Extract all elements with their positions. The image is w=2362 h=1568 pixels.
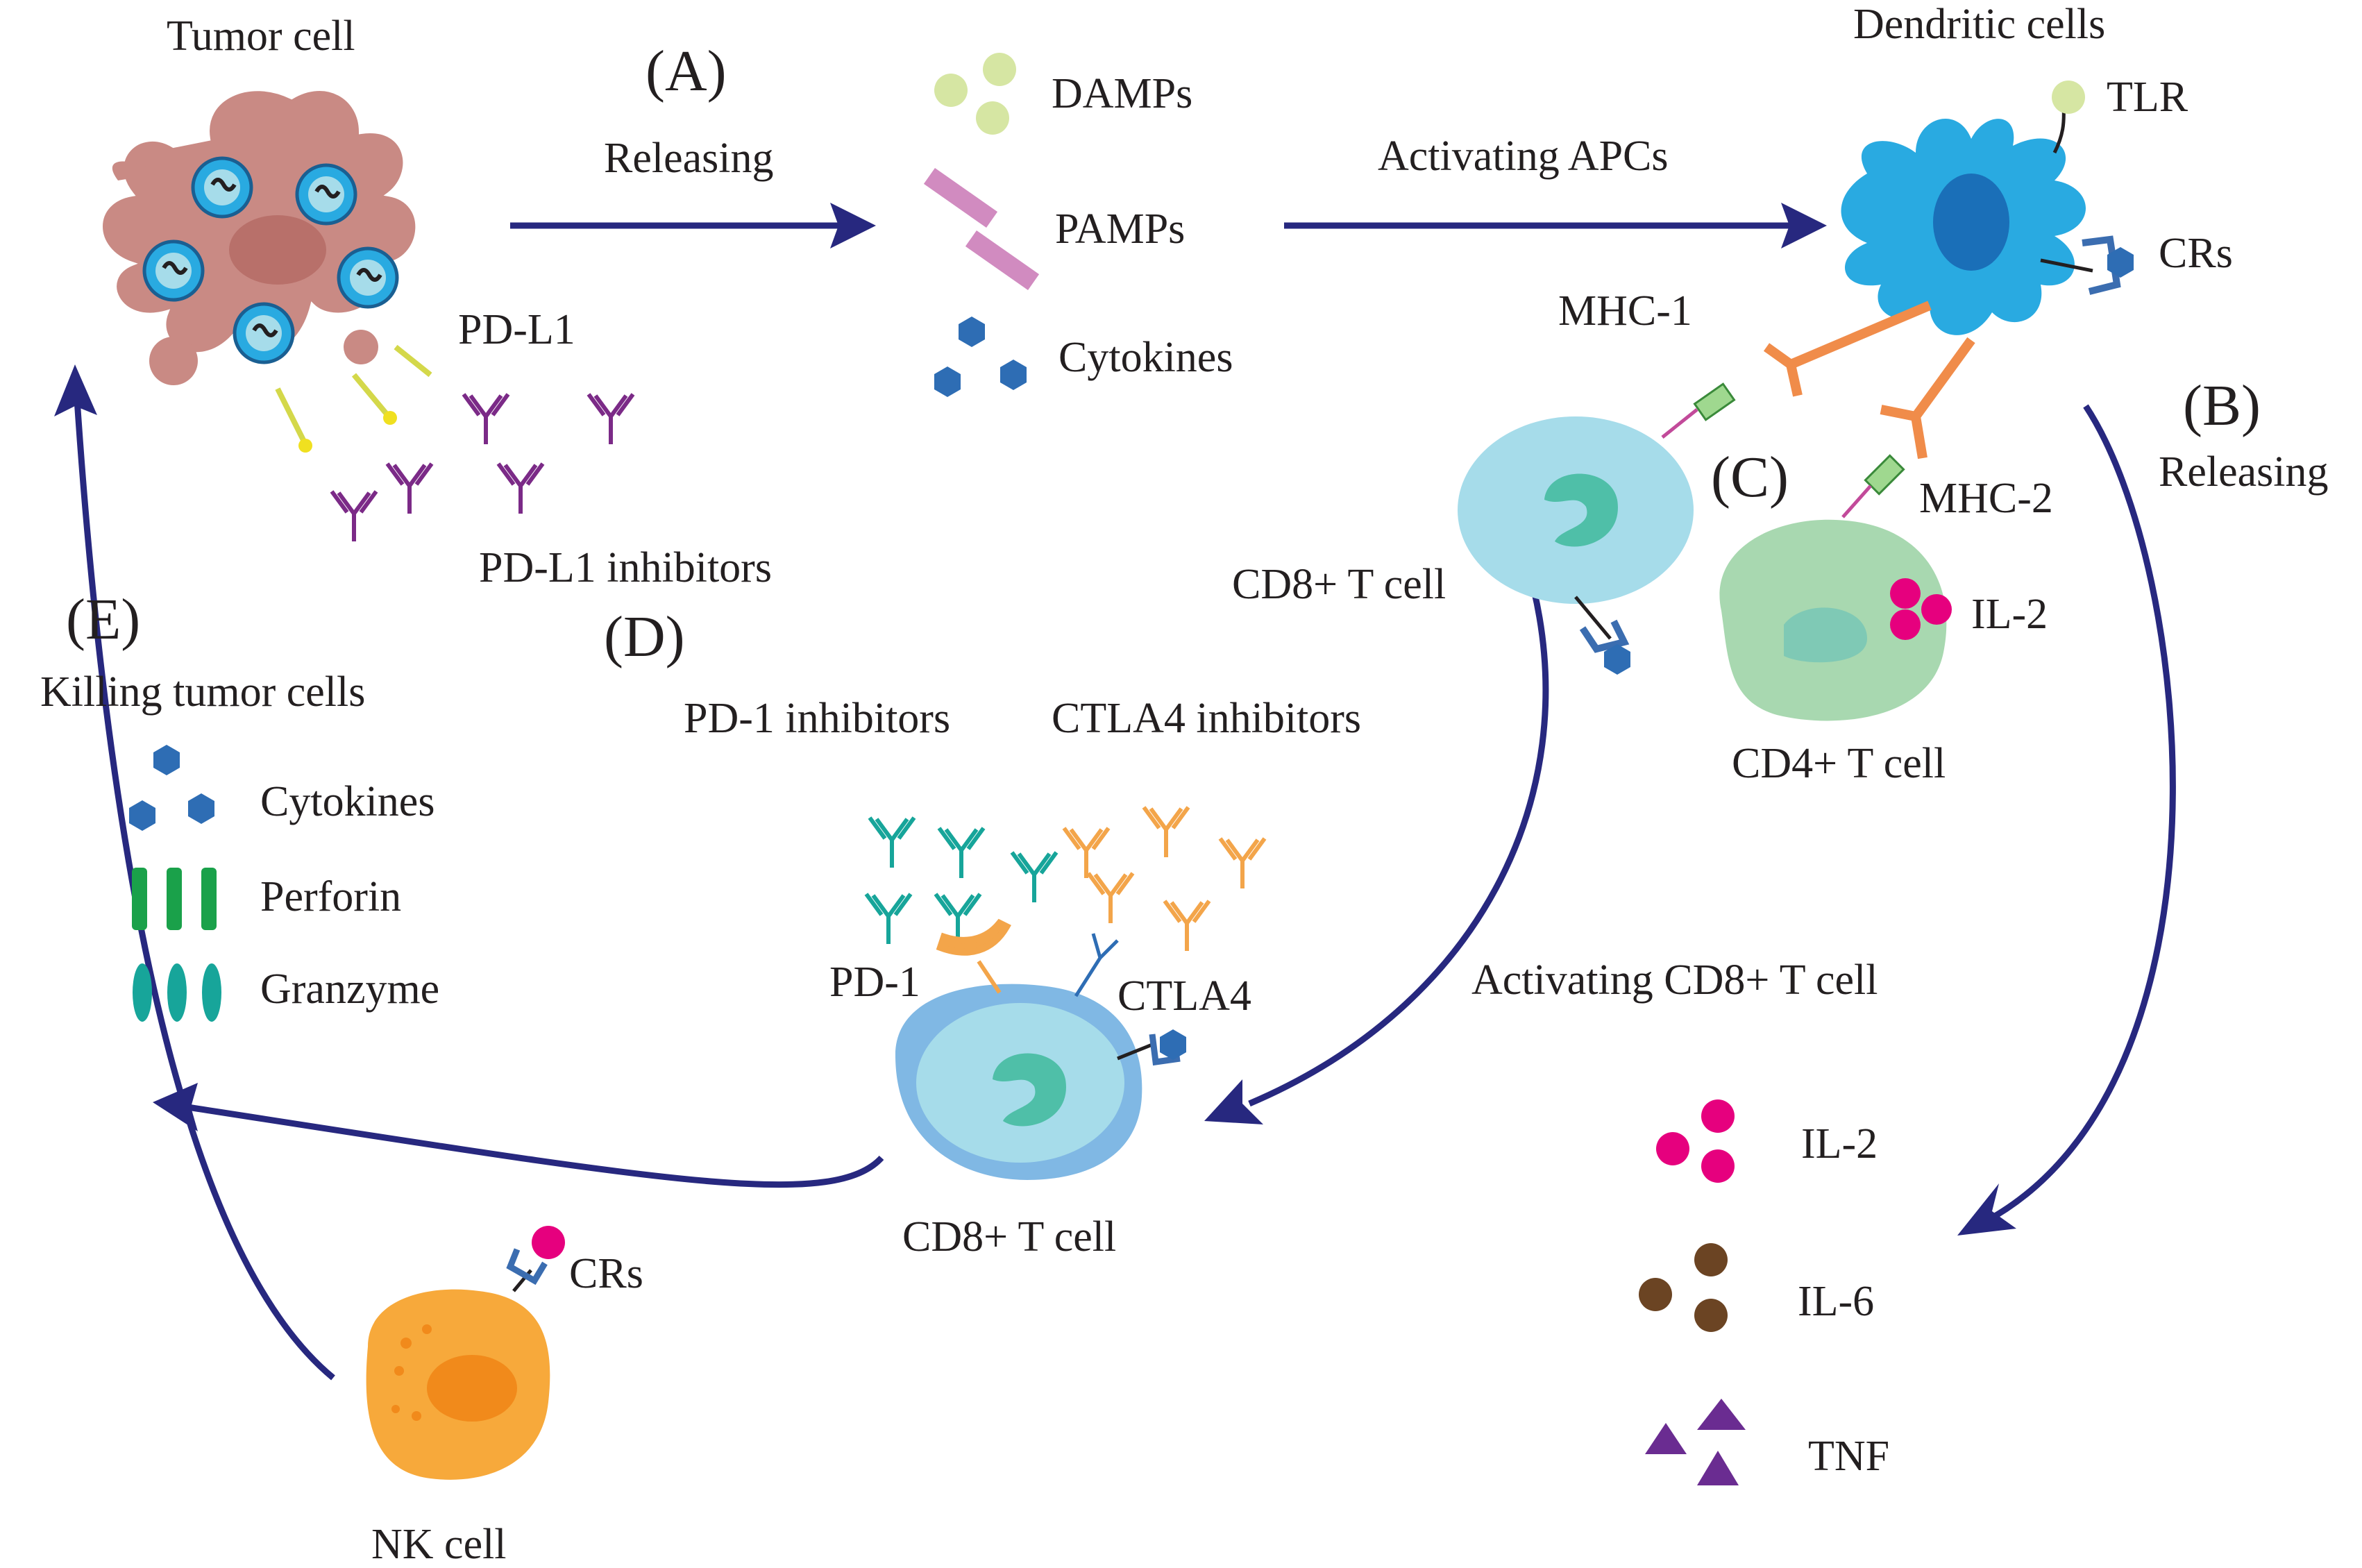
virus-icon — [193, 158, 251, 217]
ctla4-inhibitor-antibodies — [1064, 807, 1265, 951]
step-d-label: (D) — [604, 605, 685, 669]
arrow-cd8-top-to-cd8-bottom — [1248, 589, 1549, 1107]
killing-label: Killing tumor cells — [40, 668, 365, 716]
activating-apcs-label: Activating APCs — [1378, 133, 1669, 180]
il2-cd4-label: IL-2 — [1971, 591, 2048, 638]
cytokines-top-label: Cytokines — [1058, 334, 1233, 381]
releasing-b-label: Releasing — [2159, 448, 2329, 496]
virus-icon — [144, 242, 203, 300]
damps-icon — [934, 53, 1016, 135]
virus-icon — [339, 248, 397, 307]
il6-label: IL-6 — [1798, 1278, 1874, 1325]
ctla4-inhibitors-label: CTLA4 inhibitors — [1052, 695, 1361, 742]
arrowhead-nk — [54, 364, 97, 416]
arrow-cd8-to-killing — [187, 1104, 884, 1188]
arrowhead-a — [830, 203, 876, 248]
pamps-icon — [923, 167, 1040, 291]
il2-label: IL-2 — [1801, 1120, 1878, 1167]
nk-cell-label: NK cell — [371, 1521, 507, 1568]
cd8-t-cell-top — [1458, 416, 1694, 675]
arrowheads — [54, 203, 2016, 1236]
perforin-label: Perforin — [260, 873, 401, 920]
pd-l1-inhibitors-label: PD-L1 inhibitors — [479, 544, 772, 591]
il2-cd4-icon — [1890, 578, 1952, 640]
dendritic-cell — [1763, 81, 2134, 460]
tlr-label: TLR — [2107, 74, 2188, 121]
damps-label: DAMPs — [1052, 70, 1192, 117]
mhc2-label: MHC-2 — [1919, 475, 2053, 522]
arrowhead-cd8 — [1204, 1079, 1263, 1124]
arrow-nk-to-tumor — [73, 388, 335, 1381]
mhc1-label: MHC-1 — [1558, 287, 1692, 335]
step-e-label: (E) — [66, 587, 140, 652]
pd1-inhibitors-label: PD-1 inhibitors — [684, 695, 950, 742]
il6-icon — [1639, 1243, 1728, 1332]
step-a-label: (A) — [646, 39, 727, 103]
nk-cell — [366, 1226, 565, 1480]
cytokines-left-icon — [129, 745, 214, 831]
tumor-cell — [99, 87, 432, 453]
pd-l1-label: PD-L1 — [458, 306, 575, 353]
step-c-label: (C) — [1711, 445, 1789, 509]
virus-icon — [297, 165, 355, 224]
cd4-label: CD4+ T cell — [1732, 740, 1946, 787]
dendritic-cells-label: Dendritic cells — [1853, 1, 2105, 48]
pd-l1-inhibitor-antibodies — [332, 394, 633, 541]
perforin-icon — [132, 868, 217, 930]
ctla4-label: CTLA4 — [1117, 972, 1251, 1020]
tumor-cell-label: Tumor cell — [167, 12, 355, 60]
cd8-bottom-label: CD8+ T cell — [902, 1213, 1116, 1261]
arrowhead-b — [1957, 1183, 2016, 1236]
step-b-label: (B) — [2183, 373, 2261, 438]
virus-icon — [235, 304, 293, 362]
arrow-dc-to-cytokines — [1983, 404, 2176, 1224]
crs-nk-label: CRs — [569, 1250, 643, 1297]
granzyme-label: Granzyme — [260, 966, 439, 1013]
pd1-inhibitor-antibodies — [866, 818, 1056, 944]
arrows — [73, 222, 2176, 1381]
cd8-top-label: CD8+ T cell — [1232, 561, 1446, 608]
crs-dc-label: CRs — [2159, 230, 2233, 277]
releasing-a-label: Releasing — [604, 135, 774, 182]
pamps-label: PAMPs — [1055, 205, 1185, 253]
pd1-label: PD-1 — [829, 959, 920, 1006]
tnf-label: TNF — [1808, 1433, 1889, 1480]
il2-icon — [1656, 1099, 1735, 1183]
activating-cd8-label: Activating CD8+ T cell — [1471, 956, 1878, 1004]
cytokines-left-label: Cytokines — [260, 778, 435, 825]
arrowhead-apc — [1781, 203, 1827, 248]
tcr-connectors — [1661, 382, 1905, 519]
granzyme-icon — [133, 963, 221, 1022]
arrowhead-e — [153, 1083, 198, 1131]
cd8-t-cell-bottom — [895, 918, 1186, 1180]
tnf-icon — [1645, 1399, 1746, 1485]
cd4-t-cell — [1719, 519, 1947, 721]
cytokines-top-icon — [934, 317, 1027, 397]
